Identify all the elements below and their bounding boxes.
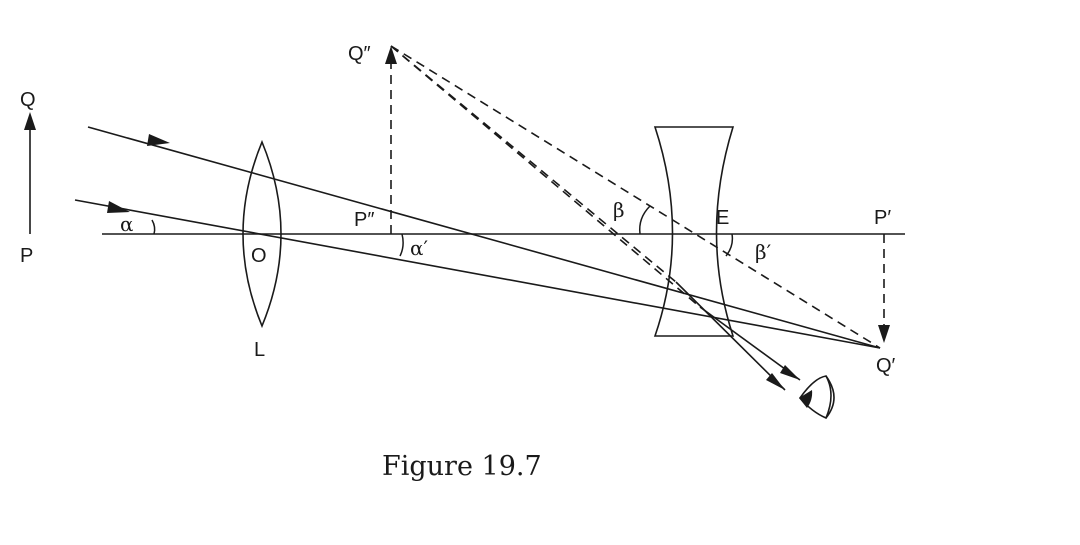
eye-icon [798, 375, 835, 420]
virtual-ray-2 [390, 45, 701, 308]
angle-alpha-prime-label: α′ [410, 236, 429, 260]
angle-beta-prime-label: β′ [755, 240, 772, 264]
incident-ray-upper-arrowhead [147, 134, 170, 146]
objective-lens [242, 139, 282, 329]
label-O: O [251, 245, 267, 267]
angle-alpha-arc [151, 219, 156, 235]
label-Q: Q [20, 89, 36, 111]
emergent-ray-1-arrowhead [766, 373, 785, 390]
label-Q-double-prime: Q″ [348, 43, 371, 65]
virtual-ray-to-Q-prime [390, 45, 881, 349]
label-L: L [254, 339, 265, 361]
angle-alpha-label: α [120, 212, 134, 236]
label-P-prime: P′ [874, 207, 891, 229]
eyepiece-lens [653, 126, 735, 337]
label-P: P [20, 245, 33, 267]
label-E: E [716, 207, 729, 229]
angle-beta-arc [638, 205, 651, 235]
angle-beta-prime-arc [725, 233, 734, 257]
emergent-ray-1 [675, 281, 786, 391]
incident-ray-lower-arrowhead [107, 201, 130, 213]
image-final-arrowhead [385, 46, 397, 64]
angle-beta-label: β [613, 198, 625, 222]
figure-caption: Figure 19.7 [382, 451, 542, 482]
object-arrowhead [24, 112, 36, 130]
angle-alpha-prime-arc [399, 233, 404, 257]
label-P-double-prime: P″ [354, 209, 374, 231]
emergent-ray-2-arrowhead [780, 365, 800, 380]
image-intermediate-arrowhead [878, 325, 890, 343]
label-Q-prime: Q′ [876, 355, 896, 377]
incident-ray-upper [87, 126, 881, 349]
virtual-ray-1 [390, 45, 677, 283]
incident-ray-lower [74, 199, 881, 349]
